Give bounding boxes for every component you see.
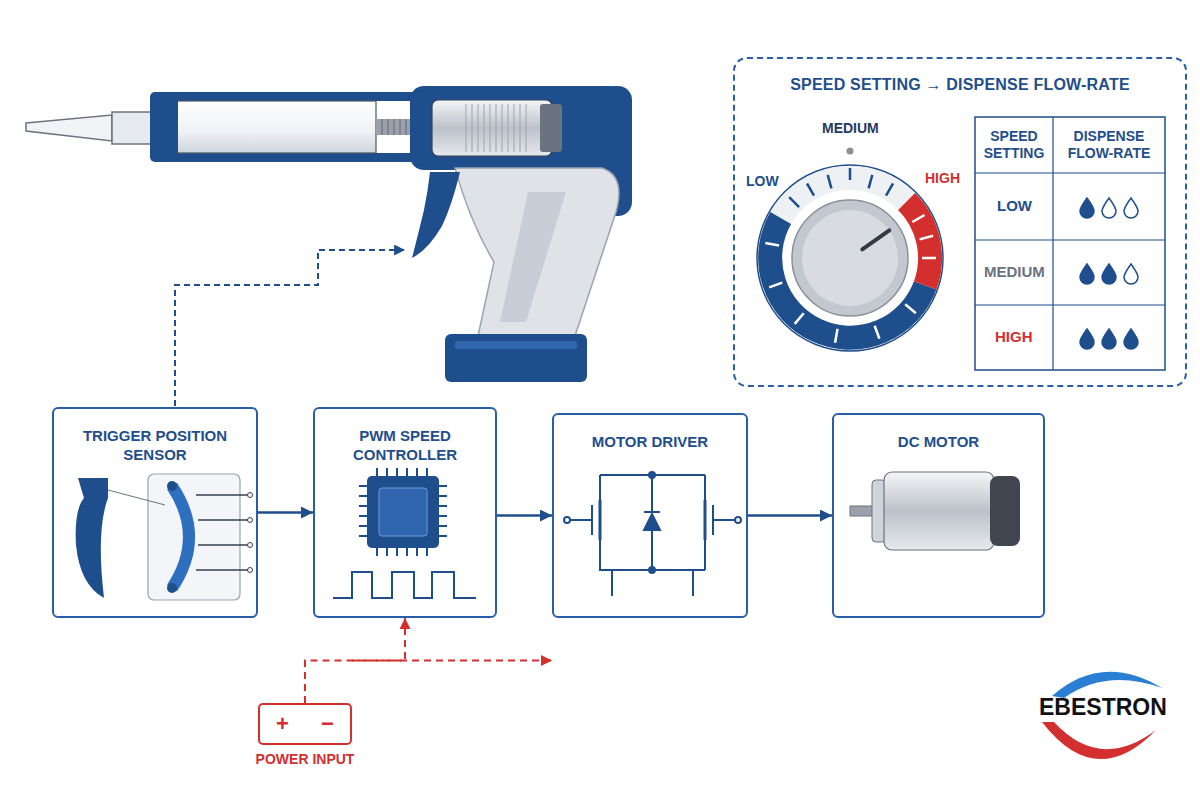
box-title: SPEED SETTING → DISPENSE FLOW-RATE xyxy=(747,75,1173,95)
process-box: MOTOR DRIVER xyxy=(552,413,748,618)
dial-label: LOW xyxy=(746,173,779,190)
box-title: TRIGGER POSITION SENSOR xyxy=(64,427,246,465)
battery-box: +−POWER INPUT xyxy=(258,703,352,745)
signal-arrow xyxy=(748,514,832,517)
power-line xyxy=(352,660,552,662)
polarity-sign: + xyxy=(276,713,289,735)
dc-motor-icon xyxy=(850,472,1020,550)
trigger-leader-line xyxy=(175,250,404,406)
flow-rate-table xyxy=(975,117,1165,370)
table-cell: MEDIUM xyxy=(984,263,1045,281)
process-box: PWM SPEED CONTROLLER xyxy=(313,407,497,618)
trigger-sensor-icon xyxy=(76,474,253,600)
inset-panel: SPEED SETTING → DISPENSE FLOW-RATE xyxy=(733,57,1187,387)
table-cell: HIGH xyxy=(995,328,1033,346)
table-header: DISPENSE FLOW-RATE xyxy=(1055,128,1163,162)
signal-arrow xyxy=(258,511,313,514)
dial-label: MEDIUM xyxy=(822,120,879,137)
process-box: DC MOTOR xyxy=(832,413,1045,618)
controller-chip-icon xyxy=(333,468,476,598)
dial-label: HIGH xyxy=(925,170,960,187)
box-title: PWM SPEED CONTROLLER xyxy=(325,427,485,465)
drop-icons xyxy=(1080,198,1138,349)
table-cell: LOW xyxy=(997,197,1032,215)
speed-dial xyxy=(757,148,943,352)
polarity-sign: − xyxy=(321,713,334,735)
caulking-gun xyxy=(26,86,632,382)
box-title: MOTOR DRIVER xyxy=(564,433,736,452)
table-header: SPEED SETTING xyxy=(977,128,1051,162)
box-title: DC MOTOR xyxy=(844,433,1033,452)
sign-row: +− xyxy=(260,705,350,743)
box-caption: POWER INPUT xyxy=(256,751,355,767)
brand-name: EBESTRON xyxy=(1039,694,1167,722)
signal-arrow xyxy=(497,514,552,517)
process-box: TRIGGER POSITION SENSOR xyxy=(52,407,258,618)
h-bridge-schematic xyxy=(564,472,741,596)
